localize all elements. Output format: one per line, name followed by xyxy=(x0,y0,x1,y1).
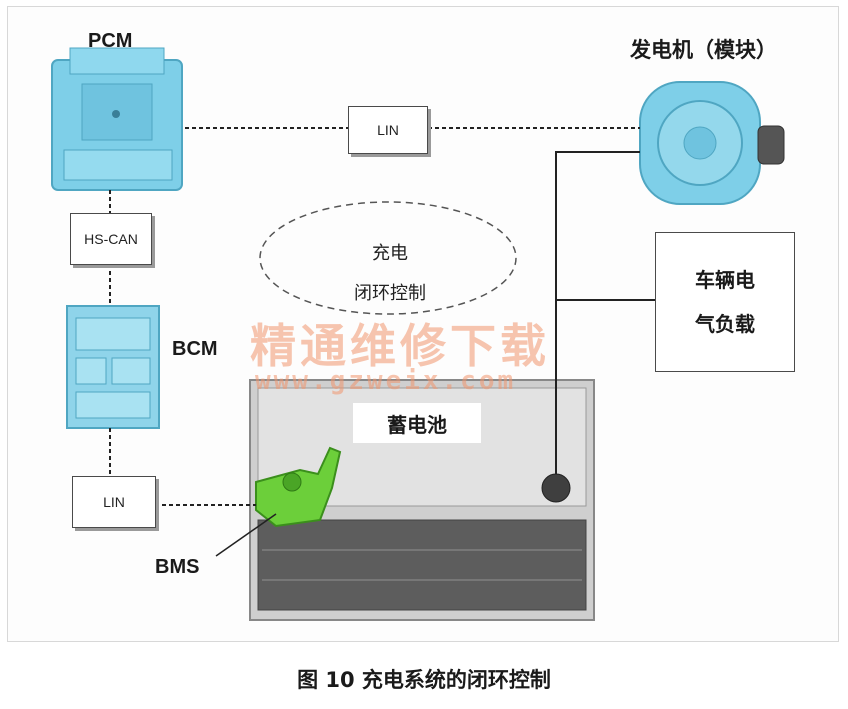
load-line2: 气负载 xyxy=(695,312,755,336)
alternator-image xyxy=(639,81,785,205)
load-line1: 车辆电 xyxy=(695,268,755,292)
bms-sensor-image xyxy=(255,446,342,528)
closed-loop-line2: 闭环控制 xyxy=(354,283,426,304)
watermark-text: 精通维修下载 xyxy=(250,319,550,373)
alternator-label: 发电机（模块） xyxy=(630,38,777,62)
bms-leader-line xyxy=(215,513,277,557)
closed-loop-line1: 充电 xyxy=(372,243,408,264)
closed-loop-text: 充电 闭环控制 xyxy=(290,234,490,314)
hs-can-box: HS-CAN xyxy=(70,213,152,265)
lin-box-bottom: LIN xyxy=(72,476,156,528)
bcm-module-image xyxy=(66,305,160,429)
vehicle-load-box: 车辆电 气负载 xyxy=(655,232,795,372)
pcm-module-image xyxy=(51,47,183,191)
battery-label: 蓄电池 xyxy=(353,403,481,443)
pcm-label: PCM xyxy=(88,30,133,52)
watermark-url: www.gzweix.com xyxy=(255,366,517,396)
alternator-power-line xyxy=(555,151,640,474)
bcm-label: BCM xyxy=(172,338,218,360)
closed-loop-ellipse xyxy=(259,201,517,315)
bms-label: BMS xyxy=(155,556,200,578)
lin-box-top: LIN xyxy=(348,106,428,154)
figure-caption: 图 10 充电系统的闭环控制 xyxy=(297,668,551,692)
